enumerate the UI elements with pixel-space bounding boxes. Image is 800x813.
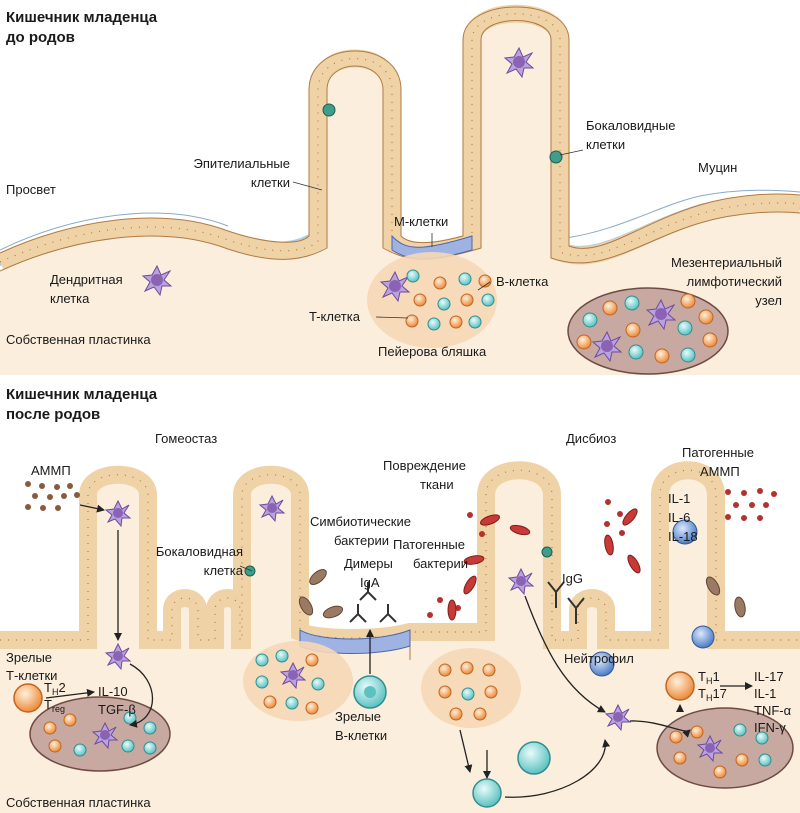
- peyer-patch: [367, 252, 497, 348]
- lymph-node-dysbiosis: [656, 707, 794, 789]
- dendritic-label-2: клетка: [50, 291, 90, 306]
- out-il1-label: IL-1: [754, 686, 776, 701]
- symbiotic-bacteria: [298, 569, 746, 619]
- top-panel: Кишечник младенца до родов Просвет Эпите…: [0, 0, 800, 375]
- bottom-lamina-label: Собственная пластинка: [6, 795, 151, 810]
- dendritic-cell: [104, 642, 132, 671]
- b-cell: [472, 778, 502, 808]
- peyer-cells: [405, 269, 495, 331]
- node-cells: [576, 293, 718, 364]
- tissue-damage-label-2: ткани: [420, 477, 454, 492]
- il1-label: IL-1: [668, 491, 690, 506]
- th17-label: TH17: [698, 686, 727, 703]
- out-il17-label: IL-17: [754, 669, 784, 684]
- mesenteric-label-2: лимфотический: [687, 274, 782, 289]
- out-tnfa-label: TNF-α: [754, 703, 792, 718]
- igg-icon: [547, 581, 585, 624]
- dendritic-cell: [279, 661, 307, 690]
- bottom-panel: Кишечник младенца после родов Гомеостаз …: [0, 386, 800, 813]
- pathogenic-bacteria-label-1: Патогенные: [393, 537, 465, 552]
- dendritic-cell: [645, 298, 677, 331]
- il6-label: IL-6: [668, 510, 690, 525]
- il10-label: IL-10: [98, 684, 128, 699]
- goblet-label-2: клетки: [586, 137, 625, 152]
- iga-label-2: IgA: [360, 575, 380, 590]
- mature-t-label-2: Т-клетки: [6, 668, 57, 683]
- dendritic-label-1: Дендритная: [50, 272, 123, 287]
- symbiotic-label-2: бактерии: [334, 533, 389, 548]
- homeostasis-label: Гомеостаз: [155, 431, 217, 446]
- dendritic-cell: [604, 703, 632, 732]
- dendritic-cell: [503, 46, 535, 79]
- goblet-bottom-label-2: клетка: [204, 563, 244, 578]
- ammp-particles-right: [427, 488, 777, 618]
- dendritic-cell: [258, 494, 286, 523]
- top-title-line2: до родов: [6, 29, 75, 46]
- dendritic-cell: [104, 499, 132, 528]
- node-cells-dysbiosis: [669, 723, 772, 779]
- dendritic-cell: [141, 264, 173, 297]
- iga-dimer-icon: [349, 582, 397, 623]
- mature-t-cell: [13, 683, 43, 713]
- mature-b-label-1: Зрелые: [335, 709, 381, 724]
- t-cell-label: T-клетка: [309, 309, 361, 324]
- node-cells-homeostasis: [43, 711, 157, 757]
- pathogenic-bacteria: [447, 508, 641, 621]
- tgfb-label: TGF-β: [98, 702, 136, 717]
- ammp-label: АММП: [31, 463, 71, 478]
- tissue-damage-label-1: Повреждение: [383, 458, 466, 473]
- iga-label-1: Димеры: [344, 556, 393, 571]
- peyer-label: Пейерова бляшка: [378, 344, 487, 359]
- goblet-cell: [322, 103, 336, 117]
- mature-b-label-2: B-клетки: [335, 728, 387, 743]
- pathogenic-ammp-label-1: Патогенные: [682, 445, 754, 460]
- top-lamina-label: Собственная пластинка: [6, 332, 151, 347]
- m-cells-label: М-клетки: [394, 214, 448, 229]
- neutrophil-icon: [589, 519, 715, 677]
- top-lamina-propria: [0, 13, 800, 375]
- treg-label: Treg: [44, 697, 65, 714]
- th2-label: TH2: [44, 680, 66, 697]
- bottom-title-line1: Кишечник младенца: [6, 386, 158, 403]
- dendritic-cell: [696, 734, 724, 763]
- dysbiosis-label: Дисбиоз: [566, 431, 616, 446]
- mucin-label: Муцин: [698, 160, 737, 175]
- il18-label: IL-18: [668, 529, 698, 544]
- b-cell: [517, 741, 551, 775]
- mesenteric-label-1: Мезентериальный: [671, 255, 782, 270]
- mature-t-label-1: Зрелые: [6, 650, 52, 665]
- b-cell-label: B-клетка: [496, 274, 549, 289]
- igg-label: IgG: [562, 571, 583, 586]
- dendritic-cell: [507, 567, 535, 596]
- pathogenic-bacteria-label-2: бактерии: [413, 556, 468, 571]
- epithelial-label-2: клетки: [251, 175, 290, 190]
- bottom-title-line2: после родов: [6, 406, 100, 423]
- top-title-line1: Кишечник младенца: [6, 9, 158, 26]
- epithelial-label-1: Эпителиальные: [194, 156, 290, 171]
- peyer-patch-bottom-right: [421, 648, 521, 728]
- dendritic-cell: [591, 330, 623, 363]
- goblet-bottom-label-1: Бокаловидная: [156, 544, 243, 559]
- out-ifng-label: IFN-γ: [754, 720, 786, 735]
- lumen-label: Просвет: [6, 182, 56, 197]
- dendritic-cell: [91, 721, 119, 750]
- th1-label: TH1: [698, 669, 720, 686]
- goblet-cell: [244, 565, 256, 577]
- ammp-particles-left: [25, 481, 80, 511]
- mesenteric-label-3: узел: [755, 293, 782, 308]
- goblet-label-1: Бокаловидные: [586, 118, 675, 133]
- patch-cells-right: [438, 661, 498, 721]
- symbiotic-label-1: Симбиотические: [310, 514, 411, 529]
- mesenteric-lymph-node: [567, 287, 729, 375]
- patch-cells-left: [255, 649, 325, 715]
- goblet-cell: [549, 150, 563, 164]
- neutrophil-label: Нейтрофил: [564, 651, 634, 666]
- th-cell: [665, 671, 695, 701]
- pathogenic-ammp-label-2: АММП: [700, 464, 740, 479]
- goblet-cell: [541, 546, 553, 558]
- bottom-lamina-propria: [0, 470, 800, 813]
